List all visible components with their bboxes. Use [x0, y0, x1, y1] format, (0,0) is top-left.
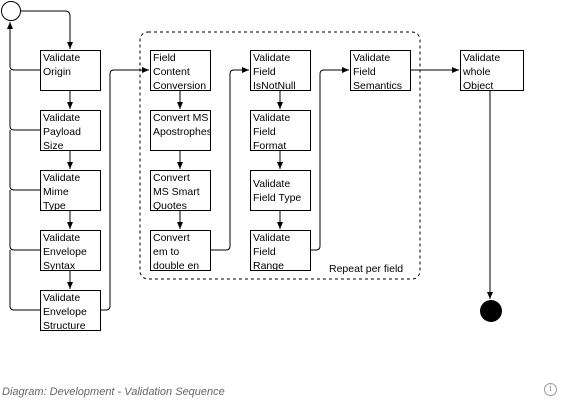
edge-range-to-semantics	[310, 67, 349, 251]
edge-structure-to-conversion	[100, 67, 149, 311]
edge-syntax-return	[9, 190, 40, 251]
node-validate-envelope-structure[interactable]: Validate Envelope Structure	[40, 290, 101, 331]
node-convert-ms-smart-quotes[interactable]: Convert MS Smart Quotes	[150, 170, 211, 211]
node-convert-ms-apostrophes[interactable]: Convert MS Apostrophes	[150, 110, 211, 151]
node-validate-origin[interactable]: Validate Origin	[40, 50, 101, 91]
node-validate-whole-object[interactable]: Validate whole Object	[460, 50, 524, 91]
repeat-loop-label: Repeat per field	[329, 263, 404, 275]
info-icon[interactable]: i	[544, 383, 557, 396]
repeat-loop-container	[139, 31, 421, 280]
end-node	[480, 300, 502, 322]
edge-structure-return	[9, 250, 40, 311]
node-validate-field-isnotnull[interactable]: Validate Field IsNotNull	[250, 50, 311, 91]
edge-mime-return	[9, 130, 40, 191]
start-node	[1, 1, 21, 21]
edge-payload-return	[9, 70, 40, 131]
node-validate-field-format[interactable]: Validate Field Format	[250, 110, 311, 151]
node-validate-envelope-syntax[interactable]: Validate Envelope Syntax	[40, 230, 101, 271]
edge-emdash-to-isnotnull	[210, 67, 249, 251]
edge-origin-return	[7, 22, 40, 71]
edge-start-to-origin	[21, 10, 73, 49]
node-convert-em-to-double-en[interactable]: Convert em to double en	[150, 230, 211, 271]
node-field-content-conversion[interactable]: Field Content Conversion	[150, 50, 211, 91]
node-validate-mime-type[interactable]: Validate Mime Type	[40, 170, 101, 211]
node-validate-field-type[interactable]: Validate Field Type	[250, 170, 311, 211]
node-validate-payload-size[interactable]: Validate Payload Size	[40, 110, 101, 151]
node-validate-field-semantics[interactable]: Validate Field Semantics	[350, 50, 411, 91]
node-validate-field-range[interactable]: Validate Field Range	[250, 230, 311, 271]
diagram-caption: Diagram: Development - Validation Sequen…	[2, 386, 225, 398]
